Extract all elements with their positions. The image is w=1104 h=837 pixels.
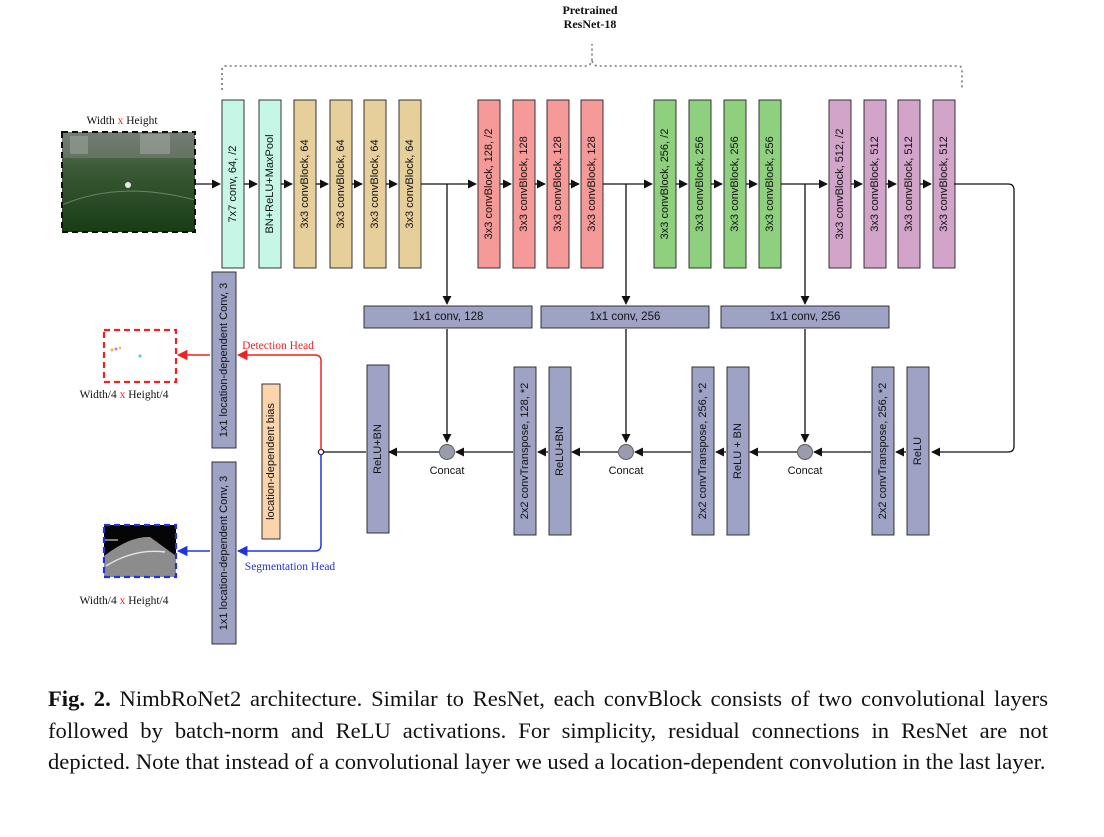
encoder-block-8-label: 3x3 convBlock, 128: [518, 136, 530, 231]
encoder-block-12: 3x3 convBlock, 256: [688, 99, 712, 269]
decoder-block-1: ReLU: [906, 366, 930, 536]
detection-output-image: [102, 328, 178, 384]
lateral-conv-2: 1x1 conv, 256: [540, 305, 710, 329]
encoder-block-4: 3x3 convBlock, 64: [329, 99, 353, 269]
figure-caption: Fig. 2. NimbRoNet2 architecture. Similar…: [48, 683, 1048, 778]
decoder-block-3: ReLU + BN: [726, 366, 750, 536]
pretrained-bracket: [221, 44, 963, 90]
decoder-block-4: 2x2 convTranspose, 256, *2: [691, 366, 715, 536]
decoder-block-2-label: 2x2 convTranspose, 256, *2: [877, 383, 889, 520]
encoder-block-1-label: 7x7 conv, 64, /2: [227, 146, 239, 223]
detection-head-label: Detection Head: [242, 340, 314, 352]
encoder-block-2: BN+ReLU+MaxPool: [258, 99, 282, 269]
encoder-block-13: 3x3 convBlock, 256: [723, 99, 747, 269]
lateral-conv-3: 1x1 conv, 256: [720, 305, 890, 329]
encoder-block-6-label: 3x3 convBlock, 64: [404, 139, 416, 228]
encoder-block-16: 3x3 convBlock, 512: [863, 99, 887, 269]
detection-head-conv-label: 1x1 location-dependent Conv, 3: [218, 283, 230, 438]
segmentation-head-label: Segmentation Head: [245, 561, 336, 573]
encoder-block-7: 3x3 convBlock, 128, /2: [477, 99, 501, 269]
encoder-block-15-label: 3x3 convBlock, 512, /2: [834, 129, 846, 240]
decoder-block-6: 2x2 convTranspose, 128, *2: [513, 366, 537, 536]
concat-label: Concat: [788, 465, 823, 477]
encoder-block-9-label: 3x3 convBlock, 128: [552, 136, 564, 231]
encoder-block-3-label: 3x3 convBlock, 64: [299, 139, 311, 228]
encoder-block-18: 3x3 convBlock, 512: [932, 99, 956, 269]
encoder-block-15: 3x3 convBlock, 512, /2: [828, 99, 852, 269]
concat-label: Concat: [609, 465, 644, 477]
encoder-block-7-label: 3x3 convBlock, 128, /2: [483, 129, 495, 240]
encoder-block-10-label: 3x3 convBlock, 128: [586, 136, 598, 231]
lateral-conv-1: 1x1 conv, 128: [363, 305, 533, 329]
input-image: [61, 131, 196, 233]
encoder-block-17-label: 3x3 convBlock, 512: [903, 136, 915, 231]
decoder-block-5-label: ReLU+BN: [554, 426, 566, 476]
output-heads: 1x1 location-dependent Conv, 3 location-d…: [211, 271, 281, 645]
architecture-diagram: Pretrained ResNet-18 Width x Height Widt…: [61, 3, 1015, 645]
encoder-block-10: 3x3 convBlock, 128: [580, 99, 604, 269]
encoder-block-6: 3x3 convBlock, 64: [398, 99, 422, 269]
segmentation-head-conv-label: 1x1 location-dependent Conv, 3: [218, 476, 230, 631]
lateral-conv-label: 1x1 conv, 128: [413, 311, 484, 323]
encoder-block-3: 3x3 convBlock, 64: [293, 99, 317, 269]
location-bias-block: location-dependent bias: [261, 383, 281, 540]
encoder-block-1: 7x7 conv, 64, /2: [221, 99, 245, 269]
decoder-block-3-label: ReLU + BN: [732, 423, 744, 479]
detection-head-conv: 1x1 location-dependent Conv, 3: [211, 271, 237, 449]
lateral-convs: 1x1 conv, 128 1x1 conv, 256 1x1 conv, 256: [363, 305, 890, 329]
detection-dimension-label: Width/4 x Height/4: [80, 389, 169, 401]
decoder-block-1-label: ReLU: [912, 437, 924, 465]
encoder-block-17: 3x3 convBlock, 512: [897, 99, 921, 269]
caption-text: NimbRoNet2 architecture. Similar to ResN…: [48, 686, 1048, 774]
pretrained-label-line1: Pretrained: [562, 3, 617, 17]
encoder-block-2-label: BN+ReLU+MaxPool: [264, 134, 276, 233]
encoder-block-14: 3x3 convBlock, 256: [758, 99, 782, 269]
concat-nodes: Concat Concat Concat: [430, 444, 823, 477]
encoder-block-11-label: 3x3 convBlock, 256, /2: [659, 129, 671, 240]
encoder-block-5: 3x3 convBlock, 64: [363, 99, 387, 269]
decoder-block-7: ReLU+BN: [366, 364, 390, 534]
concat-node-3: [797, 444, 813, 460]
input-dimension-label: Width x Height: [86, 115, 158, 127]
segmentation-output-image: [102, 523, 178, 579]
encoder-block-11: 3x3 convBlock, 256, /2: [653, 99, 677, 269]
lateral-conv-label: 1x1 conv, 256: [590, 311, 661, 323]
encoder-block-18-label: 3x3 convBlock, 512: [938, 136, 950, 231]
lateral-conv-label: 1x1 conv, 256: [770, 311, 841, 323]
decoder-block-2: 2x2 convTranspose, 256, *2: [871, 366, 895, 536]
encoder-block-12-label: 3x3 convBlock, 256: [694, 136, 706, 231]
encoder-block-16-label: 3x3 convBlock, 512: [869, 136, 881, 231]
encoder-block-14-label: 3x3 convBlock, 256: [764, 136, 776, 231]
encoder-block-8: 3x3 convBlock, 128: [512, 99, 536, 269]
decoder-block-7-label: ReLU+BN: [372, 424, 384, 474]
concat-node-1: [439, 444, 455, 460]
segmentation-dimension-label: Width/4 x Height/4: [80, 595, 169, 607]
encoder-block-5-label: 3x3 convBlock, 64: [369, 139, 381, 228]
decoder-blocks: ReLU 2x2 convTranspose, 256, *2 ReLU + BN 2…: [366, 364, 930, 536]
concat-node-2: [618, 444, 634, 460]
encoder-block-13-label: 3x3 convBlock, 256: [729, 136, 741, 231]
connections: [176, 179, 1015, 557]
decoder-block-5: ReLU+BN: [548, 366, 572, 536]
encoder-blocks: 7x7 conv, 64, /2 BN+ReLU+MaxPool 3x3 convB…: [221, 99, 956, 269]
encoder-block-4-label: 3x3 convBlock, 64: [335, 139, 347, 228]
concat-label: Concat: [430, 465, 465, 477]
decoder-block-6-label: 2x2 convTranspose, 128, *2: [519, 383, 531, 520]
segmentation-head-conv: 1x1 location-dependent Conv, 3: [211, 461, 237, 645]
figure-label: Fig. 2.: [48, 686, 111, 711]
location-bias-block-label: location-dependent bias: [265, 403, 277, 520]
decoder-block-4-label: 2x2 convTranspose, 256, *2: [697, 383, 709, 520]
encoder-block-9: 3x3 convBlock, 128: [546, 99, 570, 269]
pretrained-label-line2: ResNet-18: [564, 17, 617, 31]
